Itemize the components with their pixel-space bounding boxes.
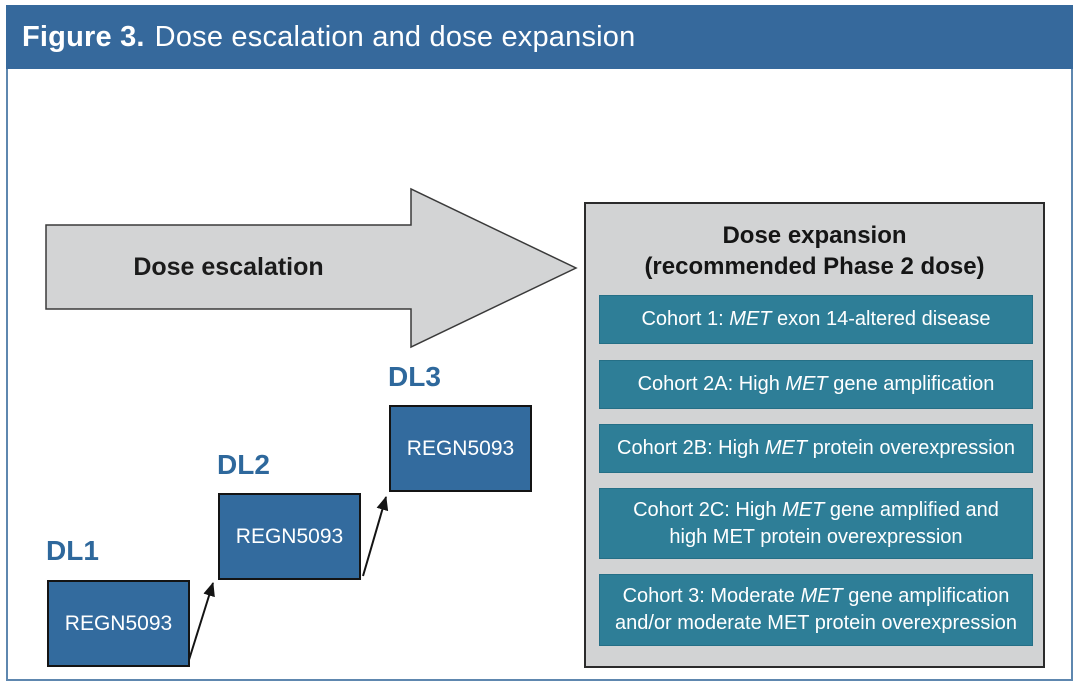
- figure-canvas: Dose escalation DL1 REGN5093 DL2 REGN509…: [6, 69, 1073, 681]
- dose-escalation-label: Dose escalation: [133, 253, 324, 281]
- dose-expansion-title-line1: Dose expansion: [722, 222, 907, 249]
- figure-header: Figure 3. Dose escalation and dose expan…: [6, 5, 1073, 69]
- dose-level-3-drug: REGN5093: [406, 436, 515, 460]
- dose-level-3-label: DL3: [388, 361, 441, 392]
- cohort-3-box: Cohort 3: Moderate MET gene amplificatio…: [599, 574, 1033, 646]
- dose-level-2-label: DL2: [217, 449, 270, 480]
- cohort-2b-box: Cohort 2B: High MET protein overexpressi…: [599, 424, 1033, 473]
- cohort-2b-text: Cohort 2B: High MET protein overexpressi…: [617, 437, 1015, 459]
- dose-level-1-drug: REGN5093: [64, 611, 173, 635]
- figure-title: Dose escalation and dose expansion: [154, 20, 636, 53]
- cohort-2a-box: Cohort 2A: High MET gene amplification: [599, 360, 1033, 409]
- dose-level-3-box: REGN5093: [389, 405, 532, 492]
- dose-expansion-title: Dose expansion (recommended Phase 2 dose…: [586, 220, 1043, 282]
- cohort-3-text: Cohort 3: Moderate MET gene amplificatio…: [614, 585, 1018, 634]
- cohort-2a-text: Cohort 2A: High MET gene amplification: [637, 373, 995, 395]
- figure-label: Figure 3.: [22, 20, 145, 53]
- dose-expansion-title-line2: (recommended Phase 2 dose): [644, 253, 985, 280]
- dose-level-2-box: REGN5093: [218, 493, 361, 580]
- step-arrow-dl2-dl3: [362, 496, 389, 577]
- dose-level-1-label: DL1: [46, 535, 99, 566]
- step-arrow-dl1-dl2: [187, 582, 215, 664]
- dose-expansion-panel: Dose expansion (recommended Phase 2 dose…: [584, 202, 1045, 668]
- cohort-1-box: Cohort 1: MET exon 14-altered disease: [599, 295, 1033, 344]
- dose-level-2-drug: REGN5093: [235, 524, 344, 548]
- dose-level-1-box: REGN5093: [47, 580, 190, 667]
- cohort-1-text: Cohort 1: MET exon 14-altered disease: [641, 308, 991, 330]
